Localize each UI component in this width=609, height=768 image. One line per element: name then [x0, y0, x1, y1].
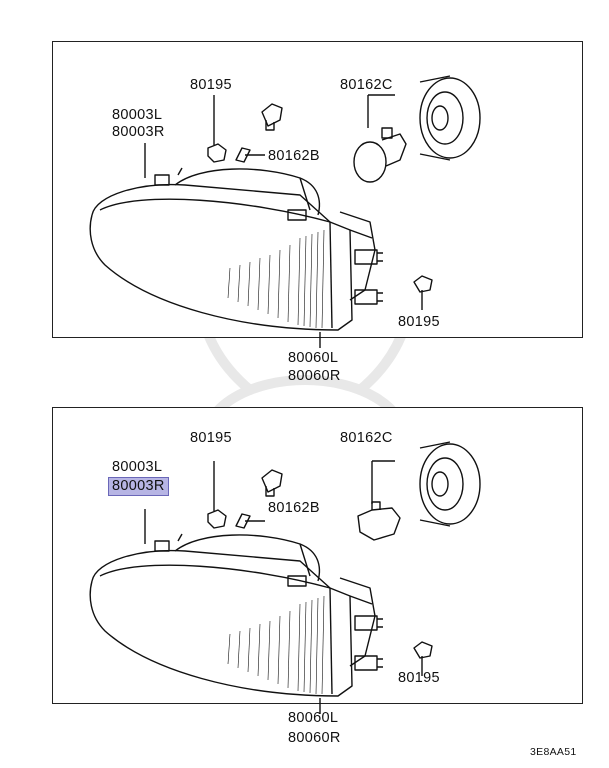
label-headlamp-l: 80003L — [112, 107, 163, 123]
reference-code: 3E8AA51 — [530, 746, 577, 758]
label-bulb-wedge: 80162B — [268, 148, 320, 164]
label-headlamp-l-2: 80003L — [112, 459, 163, 475]
label-bulb-small-top-2: 80195 — [190, 430, 232, 446]
label-socket-right: 80195 — [398, 314, 440, 330]
label-assembly-r: 80060R — [288, 368, 341, 384]
label-socket-right-2: 80195 — [398, 670, 440, 686]
label-bulb-main: 80162C — [340, 77, 393, 93]
label-assembly-l: 80060L — [288, 350, 339, 366]
label-bulb-wedge-2: 80162B — [268, 500, 320, 516]
label-assembly-l-2: 80060L — [288, 710, 339, 726]
label-bulb-small-top: 80195 — [190, 77, 232, 93]
label-headlamp-r: 80003R — [112, 124, 165, 140]
label-headlamp-r-highlighted[interactable]: 80003R — [108, 477, 169, 496]
label-assembly-r-2: 80060R — [288, 730, 341, 746]
label-bulb-main-2: 80162C — [340, 430, 393, 446]
